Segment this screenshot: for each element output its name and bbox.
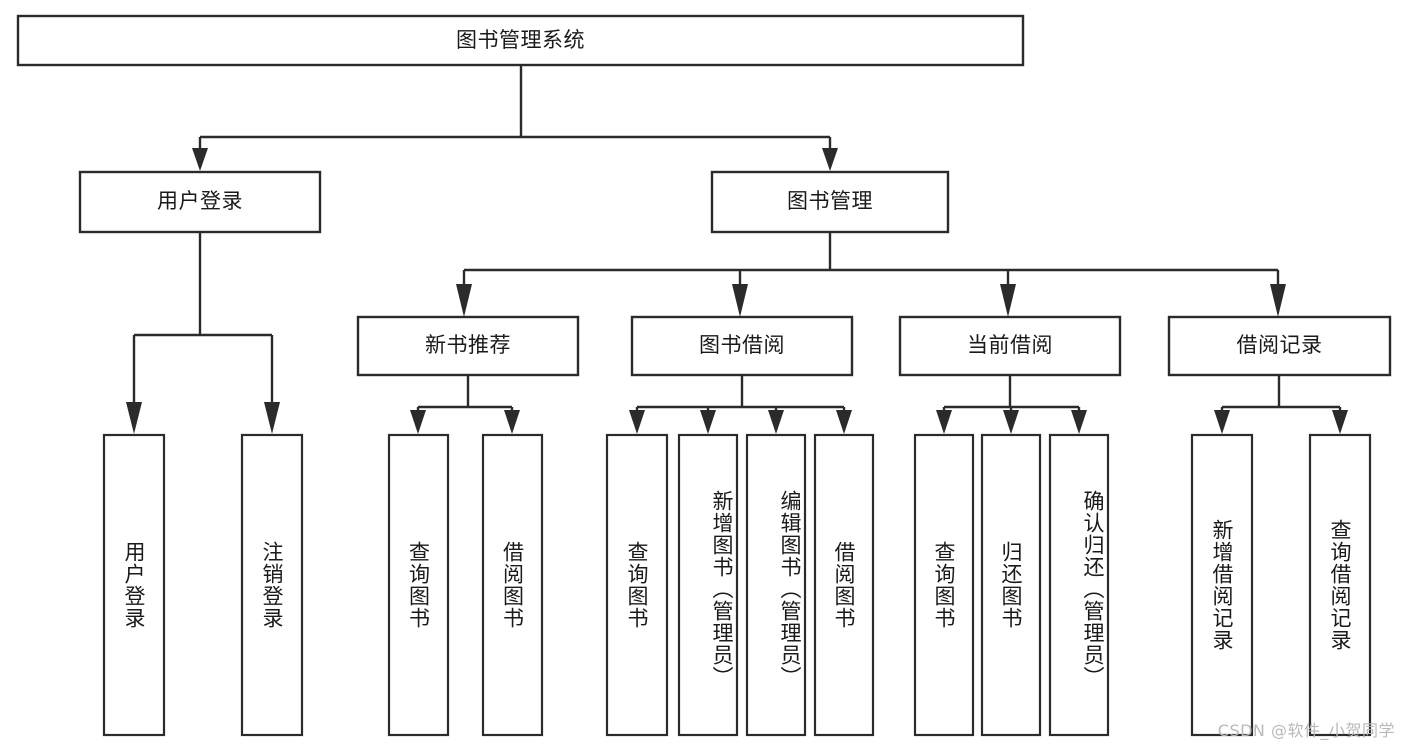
node-box-root[interactable] — [16, 14, 1025, 67]
edge-new-book-to-leaves — [410, 376, 520, 434]
node-box-leaf-confirm-return[interactable] — [1048, 433, 1110, 737]
node-box-book-borrow[interactable] — [630, 315, 854, 377]
edge-book-borrow-to-leaves — [629, 376, 852, 434]
csdn-watermark: CSDN @软件_小贺同学 — [1217, 721, 1395, 740]
arrow-head-leaf-query-record — [1332, 410, 1348, 434]
node-box-leaf-query-book-3[interactable] — [913, 433, 975, 737]
node-box-leaf-add-record[interactable] — [1190, 433, 1254, 737]
arrow-head-book-borrow — [732, 284, 748, 317]
arrow-head-leaf-query-book-3 — [936, 410, 952, 434]
arrow-head-leaf-user-login — [126, 402, 142, 434]
arrow-head-book-management — [822, 148, 838, 171]
arrow-head-leaf-borrow-book-2 — [836, 410, 852, 434]
edge-borrow-records-to-leaves — [1214, 376, 1348, 434]
arrow-head-new-book-recommend — [456, 284, 472, 317]
node-box-leaf-edit-book[interactable] — [745, 433, 807, 737]
node-box-leaf-add-book[interactable] — [677, 433, 739, 737]
node-box-new-book-recommend[interactable] — [356, 315, 580, 377]
arrow-head-leaf-borrow-book-1 — [504, 410, 520, 434]
arrow-head-leaf-logout — [264, 402, 280, 434]
edge-current-borrow-to-leaves — [936, 376, 1087, 434]
arrow-head-leaf-add-book — [700, 410, 716, 434]
node-box-user-login[interactable] — [78, 170, 322, 234]
node-box-book-management[interactable] — [710, 170, 950, 234]
edge-book-management-to-level3 — [456, 232, 1286, 317]
node-box-current-borrow[interactable] — [898, 315, 1122, 377]
edge-root-to-level2 — [192, 66, 838, 171]
node-box-leaf-query-book-1[interactable] — [387, 433, 450, 737]
node-box-leaf-return-book[interactable] — [980, 433, 1042, 737]
arrow-head-leaf-return-book — [1003, 410, 1019, 434]
arrow-head-leaf-edit-book — [768, 410, 784, 434]
arrow-head-user-login — [192, 148, 208, 171]
node-box-leaf-logout[interactable] — [240, 433, 304, 737]
arrow-head-borrow-records — [1270, 284, 1286, 317]
node-box-leaf-borrow-book-1[interactable] — [481, 433, 544, 737]
node-box-leaf-query-record[interactable] — [1308, 433, 1372, 737]
node-box-borrow-records[interactable] — [1167, 315, 1392, 377]
arrow-head-current-borrow — [1000, 284, 1016, 317]
node-box-leaf-borrow-book-2[interactable] — [813, 433, 875, 737]
node-box-leaf-query-book-2[interactable] — [605, 433, 669, 737]
arrow-head-leaf-query-book-1 — [410, 410, 426, 434]
arrow-head-leaf-query-book-2 — [629, 410, 645, 434]
edge-user-login-to-leaves — [126, 232, 280, 434]
arrow-head-leaf-add-record — [1214, 410, 1230, 434]
node-box-leaf-user-login[interactable] — [102, 433, 166, 737]
arrow-head-leaf-confirm-return — [1071, 410, 1087, 434]
